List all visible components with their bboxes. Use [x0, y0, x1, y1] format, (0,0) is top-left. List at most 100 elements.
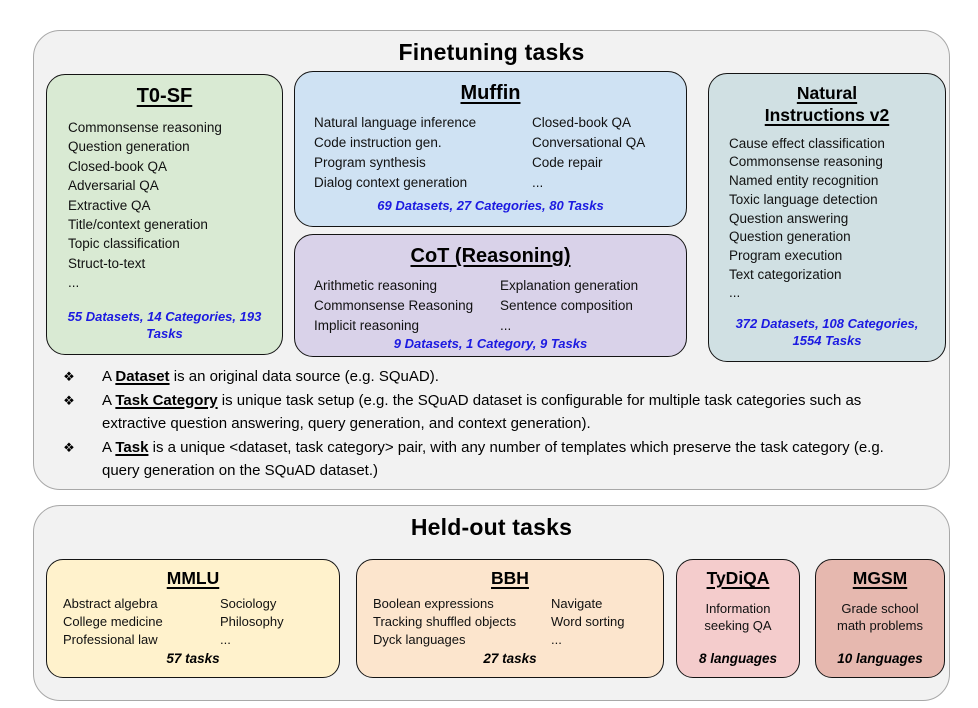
diamond-bullet-icon: ❖ — [63, 439, 75, 455]
mmlu-stats: 57 tasks — [166, 651, 220, 666]
task-item: Abstract algebra — [63, 595, 158, 611]
mmlu-task-list-right: Sociology Philosophy ... — [220, 595, 327, 649]
box-mmlu-title: MMLU — [166, 568, 220, 588]
heldout-section: Held-out tasks MMLU Abstract algebra Col… — [33, 505, 950, 701]
definition-term: Dataset — [115, 368, 170, 385]
mmlu-task-columns: Abstract algebra College medicine Profes… — [59, 595, 327, 649]
mgsm-stats: 10 languages — [837, 651, 923, 666]
definition-rest: is a unique <dataset, task category> pai… — [102, 438, 884, 480]
task-item: Explanation generation — [500, 278, 639, 293]
definition-term: Task — [115, 438, 149, 456]
finetuning-section-title: Finetuning tasks — [398, 39, 585, 65]
muffin-task-columns: Natural language inference Code instruct… — [307, 113, 674, 193]
heldout-section-title: Held-out tasks — [410, 514, 573, 540]
task-item: Arithmetic reasoning — [314, 278, 438, 293]
definition-pre: A — [102, 391, 116, 409]
definition-text: A Task is a unique <dataset, task catego… — [102, 436, 918, 483]
definition-dataset: ❖ A Dataset is an original data source (… — [60, 365, 918, 389]
box-mgsm-title: MGSM — [852, 568, 908, 588]
definition-rest: is an original data source (e.g. SQuAD). — [169, 368, 439, 385]
cot-task-columns: Arithmetic reasoning Commonsense Reasoni… — [307, 276, 674, 336]
mmlu-task-list-left: Abstract algebra College medicine Profes… — [63, 595, 220, 649]
box-muffin: Muffin Natural language inference Code i… — [294, 71, 687, 227]
box-cot: CoT (Reasoning) Arithmetic reasoning Com… — [294, 234, 687, 357]
box-bbh: BBH Boolean expressions Tracking shuffle… — [356, 559, 664, 678]
box-t0sf-title: T0-SF — [136, 85, 193, 107]
task-item: Commonsense reasoning — [729, 154, 883, 170]
task-item: Program execution — [729, 247, 843, 263]
task-item: Dialog context generation — [314, 175, 468, 190]
task-item: Closed-book QA — [68, 158, 168, 174]
cot-task-list-left: Arithmetic reasoning Commonsense Reasoni… — [314, 276, 500, 336]
definition-pre: A — [102, 368, 116, 385]
niv2-stats: 372 Datasets, 108 Categories, 1554 Tasks — [735, 316, 919, 349]
task-item: Sentence composition — [500, 298, 633, 313]
task-item: Closed-book QA — [532, 115, 632, 130]
box-niv2-title: Natural Instructions v2 — [764, 83, 890, 125]
definition-term: Task Category — [115, 391, 218, 409]
bbh-task-columns: Boolean expressions Tracking shuffled ob… — [369, 595, 651, 649]
definition-task: ❖ A Task is a unique <dataset, task cate… — [60, 436, 918, 483]
task-item: Program synthesis — [314, 155, 426, 170]
box-tydiqa: TyDiQA Information seeking QA 8 language… — [676, 559, 800, 678]
box-niv2: Natural Instructions v2 Cause effect cla… — [708, 73, 946, 362]
task-item: ... — [551, 631, 562, 647]
box-mmlu: MMLU Abstract algebra College medicine P… — [46, 559, 340, 678]
task-item: Cause effect classification — [729, 135, 885, 151]
box-tydiqa-title: TyDiQA — [706, 568, 770, 588]
task-item: Boolean expressions — [373, 595, 494, 611]
definition-task-category: ❖ A Task Category is unique task setup (… — [60, 389, 918, 436]
bbh-task-list-left: Boolean expressions Tracking shuffled ob… — [373, 595, 551, 649]
task-item: Struct-to-text — [68, 255, 146, 271]
box-mgsm: MGSM Grade school math problems 10 langu… — [815, 559, 945, 678]
task-item: Commonsense reasoning — [68, 120, 222, 135]
box-bbh-title: BBH — [491, 568, 529, 588]
t0sf-stats: 55 Datasets, 14 Categories, 193 Tasks — [67, 309, 262, 342]
definition-text: A Dataset is an original data source (e.… — [102, 365, 918, 389]
task-item: Code instruction gen. — [314, 135, 442, 150]
niv2-task-list: Cause effect classification Commonsense … — [721, 135, 933, 303]
task-item: ... — [220, 631, 231, 647]
muffin-stats: 69 Datasets, 27 Categories, 80 Tasks — [377, 198, 604, 214]
cot-task-list-right: Explanation generation Sentence composit… — [500, 276, 674, 336]
bbh-stats: 27 tasks — [483, 651, 537, 666]
task-item: Code repair — [532, 155, 603, 170]
task-item: Dyck languages — [373, 631, 466, 647]
task-item: Extractive QA — [68, 197, 151, 213]
bbh-task-list-right: Navigate Word sorting ... — [551, 595, 651, 649]
task-item: ... — [532, 175, 544, 190]
tydiqa-description: Information seeking QA — [704, 600, 772, 633]
definition-text: A Task Category is unique task setup (e.… — [102, 389, 918, 436]
cot-stats: 9 Datasets, 1 Category, 9 Tasks — [393, 336, 588, 351]
tydiqa-stats: 8 languages — [698, 651, 778, 666]
task-item: Adversarial QA — [68, 178, 159, 194]
task-item: Topic classification — [68, 236, 180, 252]
task-item: Sociology — [220, 595, 277, 611]
task-item: Commonsense Reasoning — [314, 298, 474, 313]
task-item: Natural language inference — [314, 115, 477, 130]
muffin-task-list-right: Closed-book QA Conversational QA Code re… — [532, 113, 674, 193]
task-item: ... — [68, 275, 80, 291]
task-item: Word sorting — [551, 613, 625, 629]
definition-rest: is unique task setup (e.g. the SQuAD dat… — [102, 391, 862, 433]
task-item: Named entity recognition — [729, 173, 879, 189]
task-item: ... — [500, 318, 512, 333]
task-item: Implicit reasoning — [314, 318, 420, 333]
task-item: Philosophy — [220, 613, 284, 629]
task-item: College medicine — [63, 613, 163, 629]
task-item: Title/context generation — [68, 217, 208, 233]
finetuning-section: Finetuning tasks T0-SF Commonsense reaso… — [33, 30, 950, 490]
task-item: Text categorization — [729, 266, 842, 282]
task-item: Conversational QA — [532, 135, 646, 150]
diamond-bullet-icon: ❖ — [63, 369, 75, 384]
t0sf-task-list: Commonsense reasoning Question generatio… — [59, 118, 270, 293]
definition-pre: A — [102, 438, 116, 456]
task-item: Question answering — [729, 210, 849, 226]
definitions-list: ❖ A Dataset is an original data source (… — [60, 365, 918, 483]
diamond-bullet-icon: ❖ — [63, 392, 75, 408]
task-item: Question generation — [68, 139, 190, 155]
mgsm-description: Grade school math problems — [837, 600, 923, 633]
box-t0sf: T0-SF Commonsense reasoning Question gen… — [46, 74, 283, 355]
task-item: ... — [729, 285, 741, 301]
task-item: Question generation — [729, 229, 851, 245]
